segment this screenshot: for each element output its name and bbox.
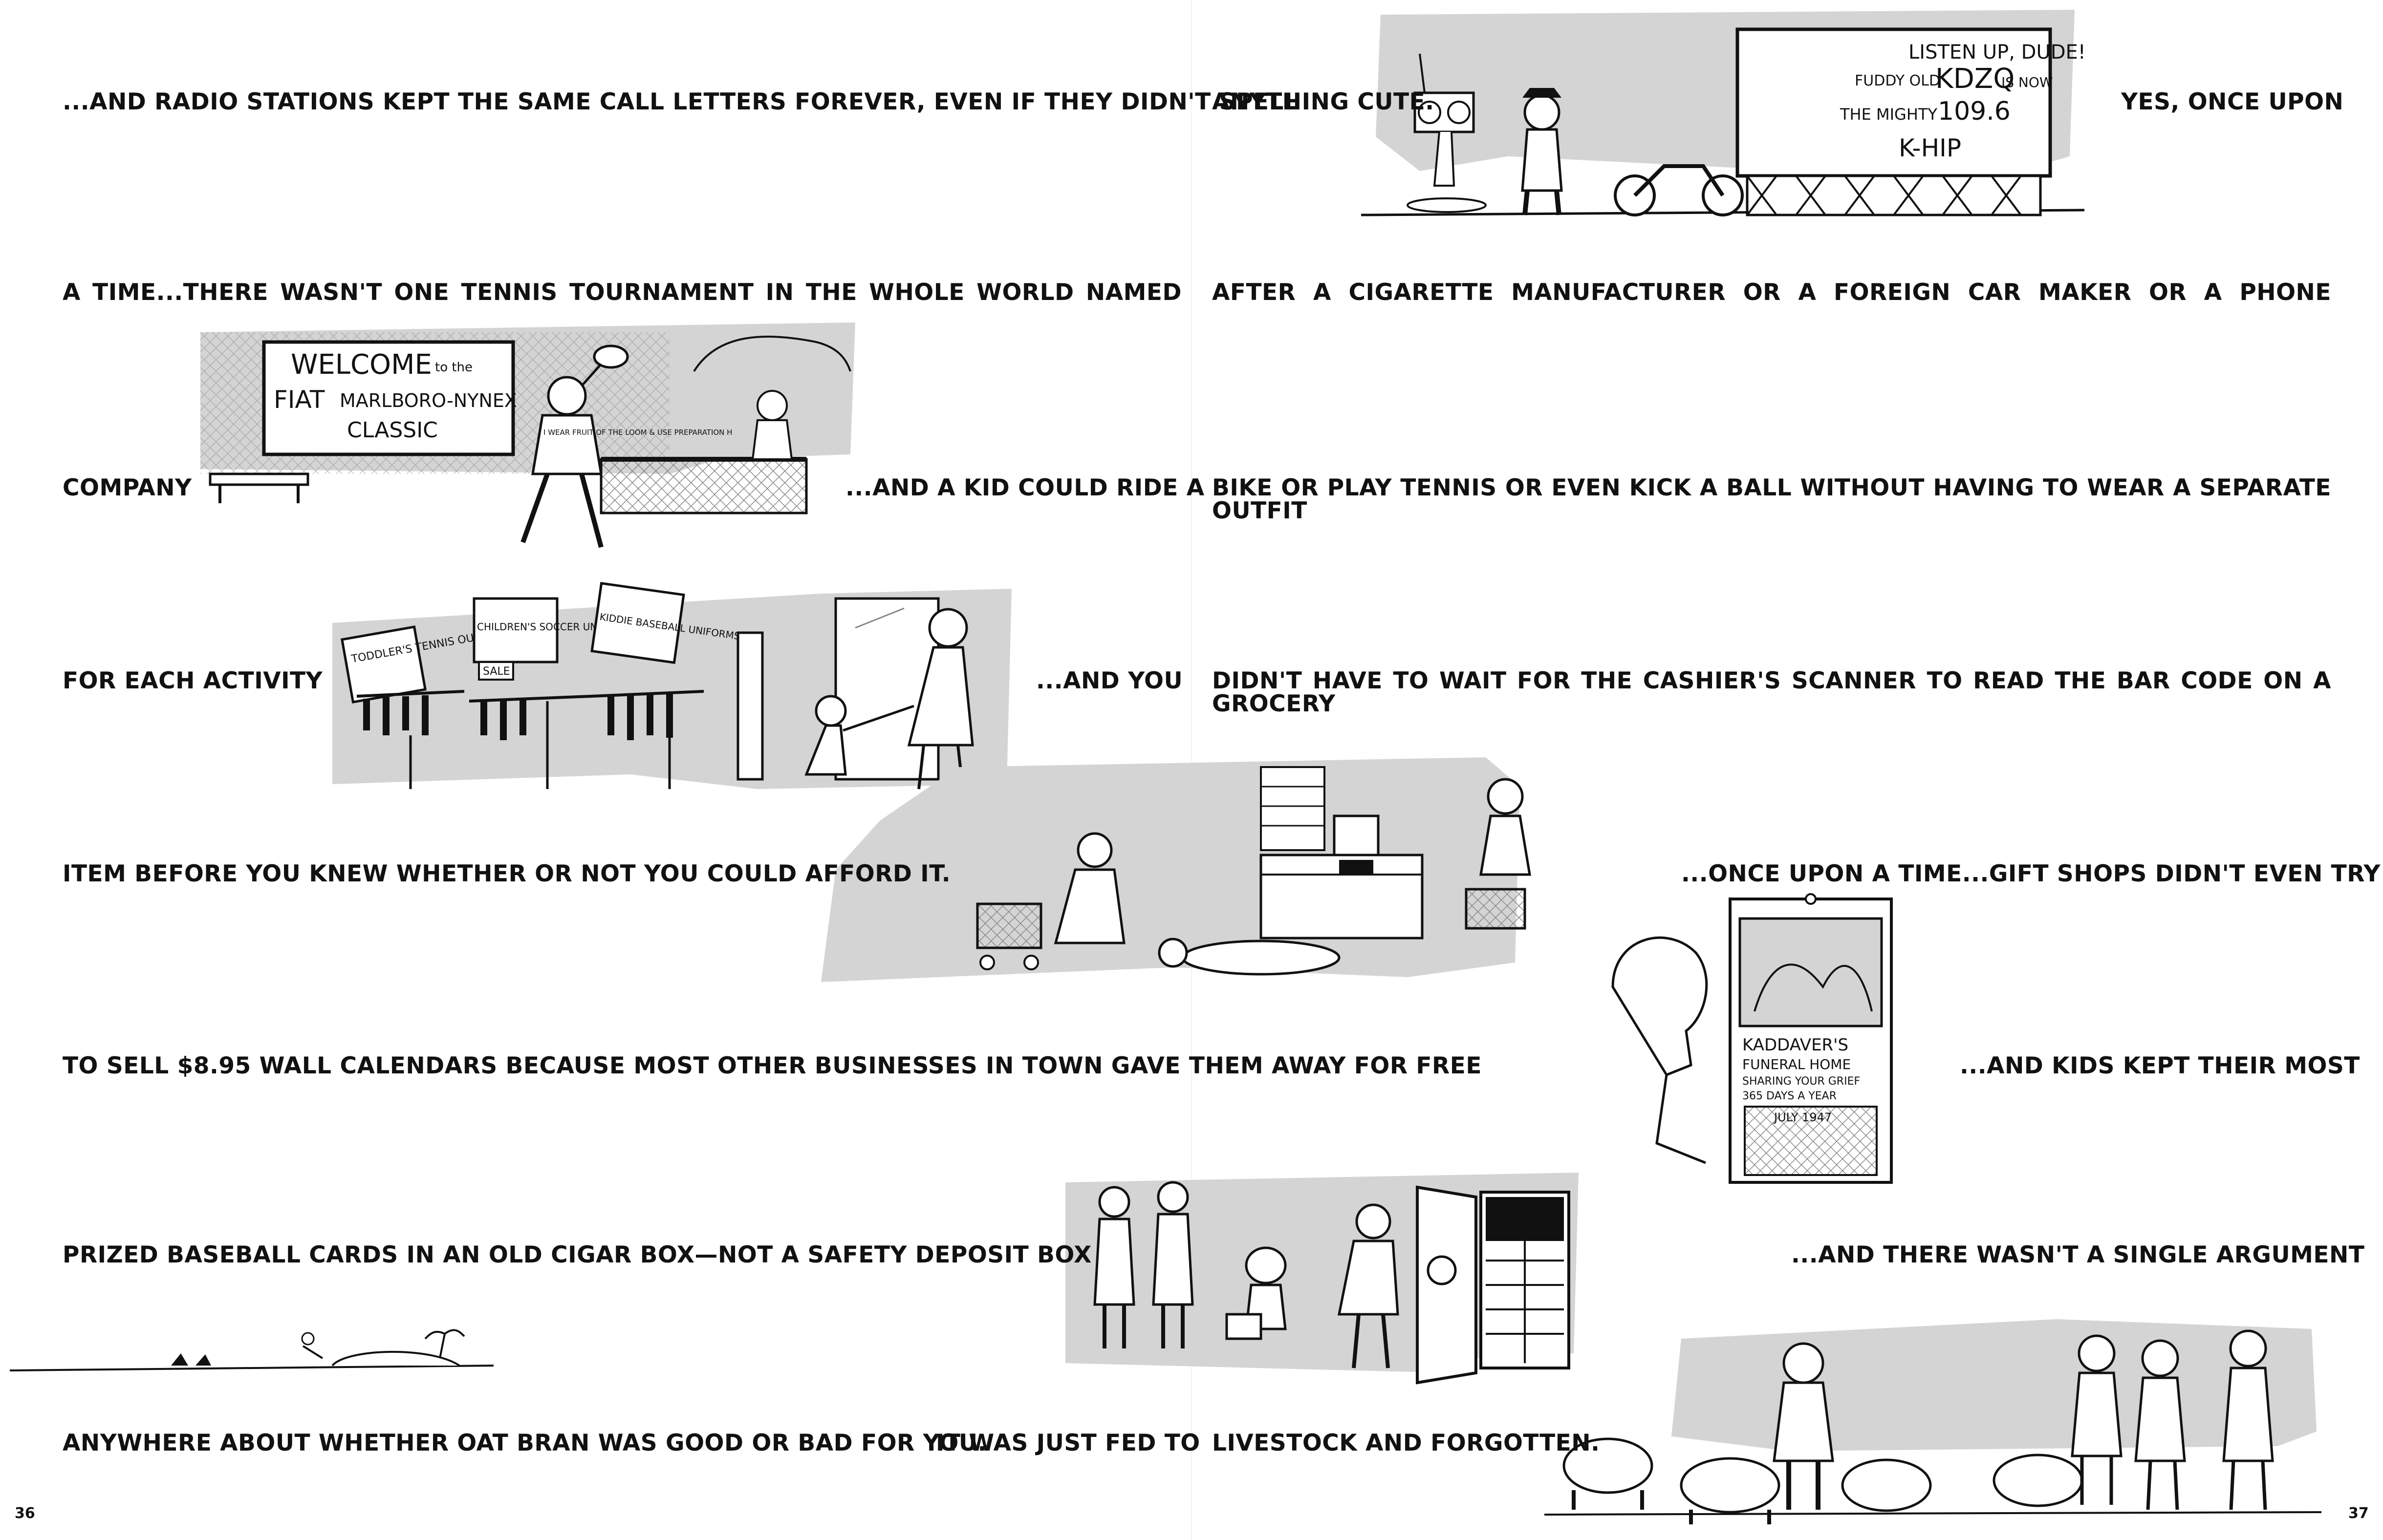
left-line-8a: ANYWHERE ABOUT WHETHER OAT BRAN WAS GOOD… — [63, 1430, 987, 1456]
island-illustration — [9, 1319, 494, 1383]
tennis-banner-to-the: to the — [435, 360, 473, 375]
left-line-1: ...AND RADIO STATIONS KEPT THE SAME CALL… — [63, 88, 1299, 115]
right-line-2: AFTER A CIGARETTE MANUFACTURER OR A FORE… — [1212, 279, 2331, 306]
calendar-line-3: SHARING YOUR GRIEF — [1742, 1075, 1860, 1088]
tennis-banner-sponsors: MARLBORO-NYNEX — [340, 390, 517, 411]
bank-vault-illustration — [1061, 1168, 1583, 1412]
tennis-banner-classic: CLASSIC — [347, 418, 438, 443]
right-line-1b: YES, ONCE UPON — [2121, 88, 2344, 115]
tennis-banner-welcome: WELCOME — [291, 349, 432, 381]
right-line-8: LIVESTOCK AND FORGOTTEN. — [1212, 1430, 1600, 1456]
billboard-line-1: LISTEN UP, DUDE! — [1908, 41, 2086, 64]
tennis-shirt-text: I WEAR FRUIT OF THE LOOM & USE PREPARATI… — [543, 428, 732, 437]
store-drawing: TODDLER'S TENNIS OUTFITS CHILDREN'S SOCC… — [332, 582, 1012, 790]
left-line-2: A TIME...THERE WASN'T ONE TENNIS TOURNAM… — [63, 279, 1182, 306]
uniform-store-illustration: TODDLER'S TENNIS OUTFITS CHILDREN'S SOCC… — [318, 569, 1012, 804]
billboard-line-6: 109.6 — [1938, 97, 2011, 126]
right-line-1a: ANYTHING CUTE. — [1212, 88, 1434, 115]
left-line-6: TO SELL $8.95 WALL CALENDARS BECAUSE MOS… — [63, 1052, 1482, 1079]
left-line-8b: IT WAS JUST FED TO — [936, 1430, 1200, 1456]
billboard-line-7: K-HIP — [1899, 134, 1961, 162]
left-line-3a: COMPANY — [63, 474, 192, 501]
calendar-illustration: KADDAVER'S FUNERAL HOME SHARING YOUR GRI… — [1608, 889, 1921, 1192]
tennis-tournament-illustration: WELCOME to the FIAT MARLBORO-NYNEX CLASS… — [181, 313, 855, 567]
left-line-7: PRIZED BASEBALL CARDS IN AN OLD CIGAR BO… — [63, 1241, 1092, 1268]
left-line-4b: ...AND YOU — [1036, 667, 1183, 694]
billboard-line-3: KDZQ — [1935, 63, 2015, 95]
island-drawing — [9, 1329, 494, 1371]
calendar-line-1: KADDAVER'S — [1742, 1035, 1848, 1055]
billboard-line-2: FUDDY OLD — [1855, 72, 1940, 89]
billboard-line-5: THE MIGHTY — [1840, 105, 1937, 124]
calendar-drawing: KADDAVER'S FUNERAL HOME SHARING YOUR GRI… — [1611, 893, 1893, 1184]
billboard-line-4: IS NOW — [2001, 74, 2053, 90]
tennis-banner-fiat: FIAT — [274, 385, 325, 414]
calendar-month: JULY 1947 — [1773, 1111, 1832, 1124]
livestock-illustration — [1544, 1300, 2322, 1529]
left-line-3b: ...AND A KID COULD RIDE A — [845, 474, 1205, 501]
right-line-5: ...ONCE UPON A TIME...GIFT SHOPS DIDN'T … — [1681, 860, 2381, 887]
sign-sale: SALE — [483, 665, 510, 678]
radio-billboard-illustration: LISTEN UP, DUDE! FUDDY OLD KDZQ IS NOW T… — [1361, 10, 2086, 239]
page-number-left: 36 — [15, 1505, 35, 1522]
right-line-6: ...AND KIDS KEPT THEIR MOST — [1960, 1052, 2360, 1079]
calendar-line-2: FUNERAL HOME — [1742, 1056, 1851, 1072]
vault-drawing — [1065, 1173, 1579, 1385]
tennis-drawing: WELCOME to the FIAT MARLBORO-NYNEX CLASS… — [200, 322, 855, 548]
grocery-drawing — [821, 757, 1531, 982]
grocery-checkout-illustration — [821, 748, 1583, 987]
left-line-4a: FOR EACH ACTIVITY — [63, 667, 323, 694]
right-line-7: ...AND THERE WASN'T A SINGLE ARGUMENT — [1791, 1241, 2365, 1268]
calendar-line-4: 365 DAYS A YEAR — [1742, 1090, 1837, 1102]
right-line-4: DIDN'T HAVE TO WAIT FOR THE CASHIER'S SC… — [1212, 667, 2331, 717]
page-number-right: 37 — [2348, 1505, 2369, 1522]
right-line-3: BIKE OR PLAY TENNIS OR EVEN KICK A BALL … — [1212, 474, 2331, 524]
livestock-drawing — [1544, 1319, 2322, 1524]
left-line-5: ITEM BEFORE YOU KNEW WHETHER OR NOT YOU … — [63, 860, 951, 887]
radio-billboard-drawing: LISTEN UP, DUDE! FUDDY OLD KDZQ IS NOW T… — [1361, 10, 2086, 216]
